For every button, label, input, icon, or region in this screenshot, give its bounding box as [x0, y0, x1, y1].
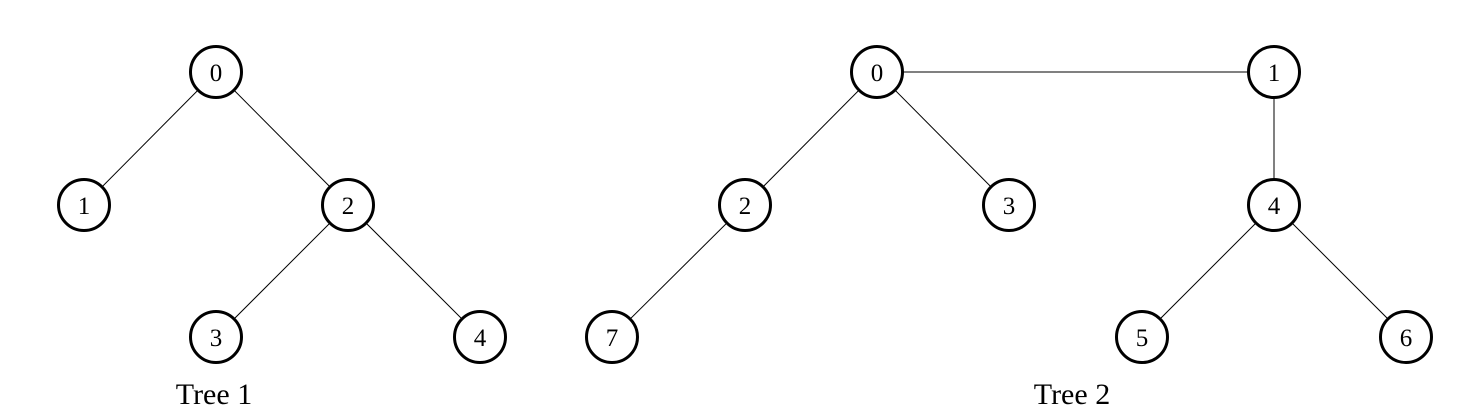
tree-1-node-3: 3 [189, 310, 243, 364]
tree-2-node-label: 4 [1268, 193, 1281, 220]
tree-2-node-0: 0 [850, 45, 904, 99]
tree-1-edge-2-3 [215, 204, 349, 338]
tree-2-node-1: 1 [1247, 45, 1301, 99]
tree-2-node-label: 2 [739, 193, 752, 220]
tree-2-caption: Tree 2 [1034, 378, 1110, 411]
tree-1-node-label: 4 [474, 325, 487, 352]
tree-2-node-5: 5 [1115, 310, 1169, 364]
tree-1-node-label: 0 [210, 60, 223, 87]
tree-2-node-label: 5 [1136, 325, 1149, 352]
tree-2-node-label: 7 [606, 325, 619, 352]
tree-2-node-circle [1247, 45, 1301, 99]
tree-1-node-0: 0 [189, 45, 243, 99]
tree-2-node-3: 3 [982, 178, 1036, 232]
tree-2-edge-4-5 [1141, 204, 1275, 338]
tree-2-node-circle [585, 310, 639, 364]
tree-1-node-circle [189, 310, 243, 364]
tree-1-node-label: 3 [210, 325, 223, 352]
tree-1-node-1: 1 [57, 178, 111, 232]
tree-1-edge-0-2 [215, 71, 349, 206]
tree-1-node-label: 1 [78, 193, 91, 220]
tree-2-node-7: 7 [585, 310, 639, 364]
tree-1-caption: Tree 1 [176, 378, 252, 411]
tree-1-edge-0-1 [83, 71, 217, 206]
tree-1-node-circle [321, 178, 375, 232]
tree-2-node-circle [1247, 178, 1301, 232]
tree-2-node-circle [850, 45, 904, 99]
tree-2-node-6: 6 [1379, 310, 1433, 364]
tree-1-node-2: 2 [321, 178, 375, 232]
tree-2-edge-2-7 [611, 204, 746, 338]
tree-2-node-circle [1115, 310, 1169, 364]
tree-2-node-circle [718, 178, 772, 232]
tree-1-node-4: 4 [453, 310, 507, 364]
tree-2-node-label: 3 [1003, 193, 1016, 220]
tree-1-node-label: 2 [342, 193, 355, 220]
tree-2-node-4: 4 [1247, 178, 1301, 232]
tree-2-node-circle [1379, 310, 1433, 364]
tree-1-node-circle [453, 310, 507, 364]
tree-2-node-2: 2 [718, 178, 772, 232]
tree-1-node-circle [189, 45, 243, 99]
tree-2-node-label: 0 [871, 60, 884, 87]
tree-2-node-circle [982, 178, 1036, 232]
tree-1-edge-2-4 [347, 204, 481, 338]
tree-2-edge-0-3 [876, 71, 1010, 206]
tree-2-edge-0-2 [744, 71, 878, 206]
tree-2-node-label: 1 [1268, 60, 1281, 87]
tree-2-node-label: 6 [1400, 325, 1413, 352]
tree-2-edge-4-6 [1273, 204, 1407, 338]
tree-1-node-circle [57, 178, 111, 232]
